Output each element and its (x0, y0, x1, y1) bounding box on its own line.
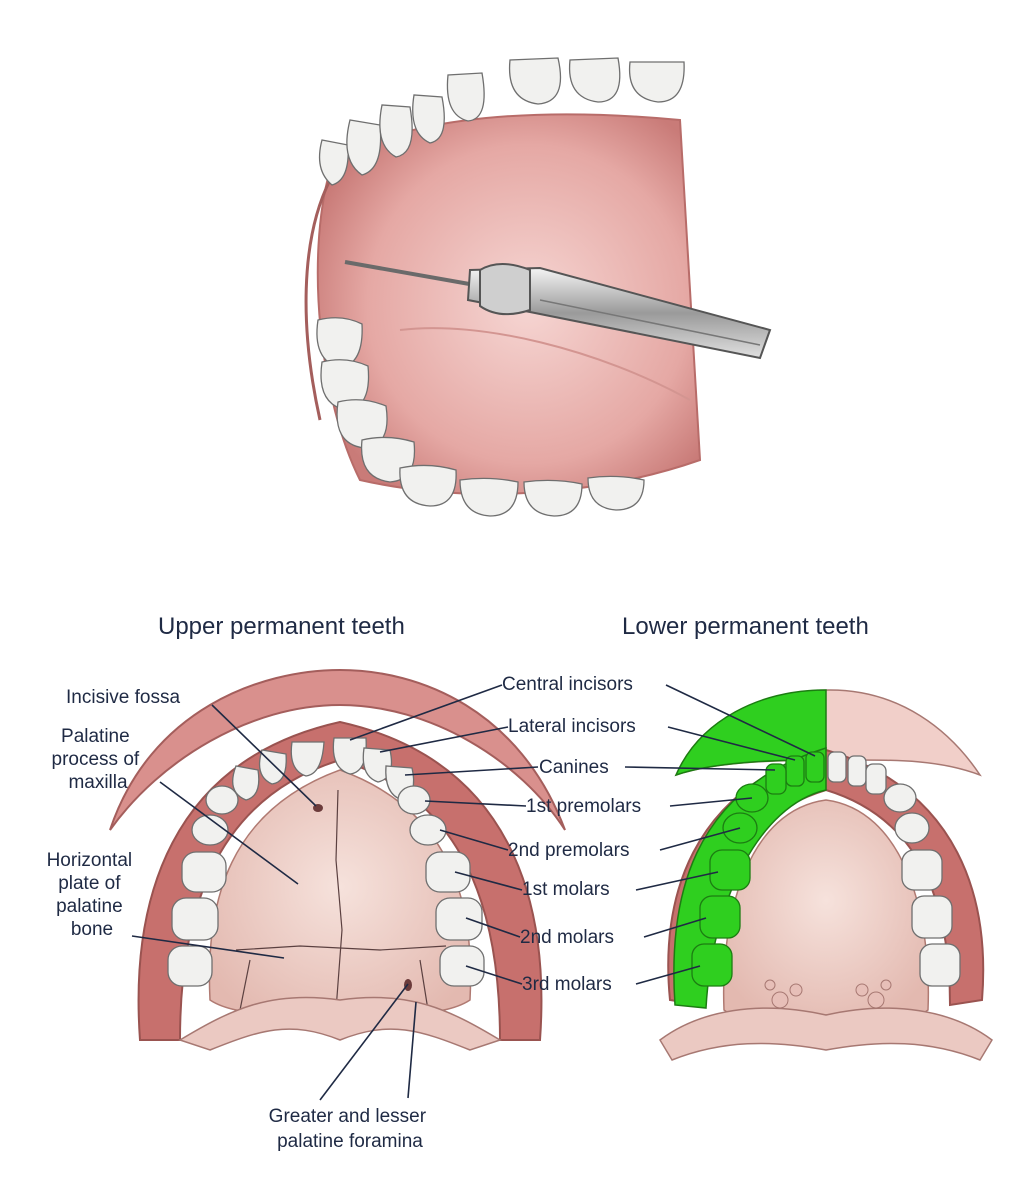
upper-lip (109, 668, 566, 831)
label-horizontal-plate: Horizontal plate of palatine bone (47, 850, 138, 940)
lower-teeth-plain (827, 751, 961, 987)
mandible-base (659, 1007, 993, 1061)
cheek-fold (304, 179, 332, 421)
upper-arch-illustration (109, 668, 566, 1051)
label-first-premolars: 1st premolars (526, 796, 641, 817)
label-third-molars: 3rd molars (522, 974, 612, 995)
label-lateral-incisors: Lateral incisors (508, 716, 636, 737)
lower-teeth-title: Lower permanent teeth (622, 613, 869, 640)
palatine-fissure (239, 959, 251, 1011)
lower-teeth-highlighted (691, 751, 825, 987)
upper-teeth-title: Upper permanent teeth (158, 613, 405, 640)
label-first-molars: 1st molars (522, 879, 610, 900)
lower-teeth-row (316, 317, 645, 517)
lower-arch-illustration (659, 689, 993, 1061)
tongue-shading (399, 327, 691, 401)
median-palatine-suture (335, 789, 343, 1011)
label-central-incisors: Central incisors (502, 674, 633, 695)
label-palatine-foramina: Greater and lesser palatine foramina (269, 1106, 432, 1152)
leader-lines (131, 684, 816, 1101)
label-second-molars: 2nd molars (520, 927, 614, 948)
genial-tubercles (764, 979, 892, 1009)
open-mouth-illustration (304, 57, 772, 517)
upper-teeth-row (318, 57, 685, 186)
transverse-palatine-suture (235, 945, 447, 951)
label-second-premolars: 2nd premolars (508, 840, 629, 861)
highlighted-lower-teeth-area (673, 746, 827, 1009)
label-palatine-process: Palatine process of maxilla (52, 726, 145, 793)
label-canines: Canines (539, 757, 609, 778)
dental-instrument (344, 260, 772, 360)
highlight-region-fold (674, 689, 827, 777)
posterior-palatine-bone (178, 996, 502, 1051)
palatine-fissure-right (419, 959, 429, 1011)
label-incisive-fossa: Incisive fossa (66, 687, 180, 708)
